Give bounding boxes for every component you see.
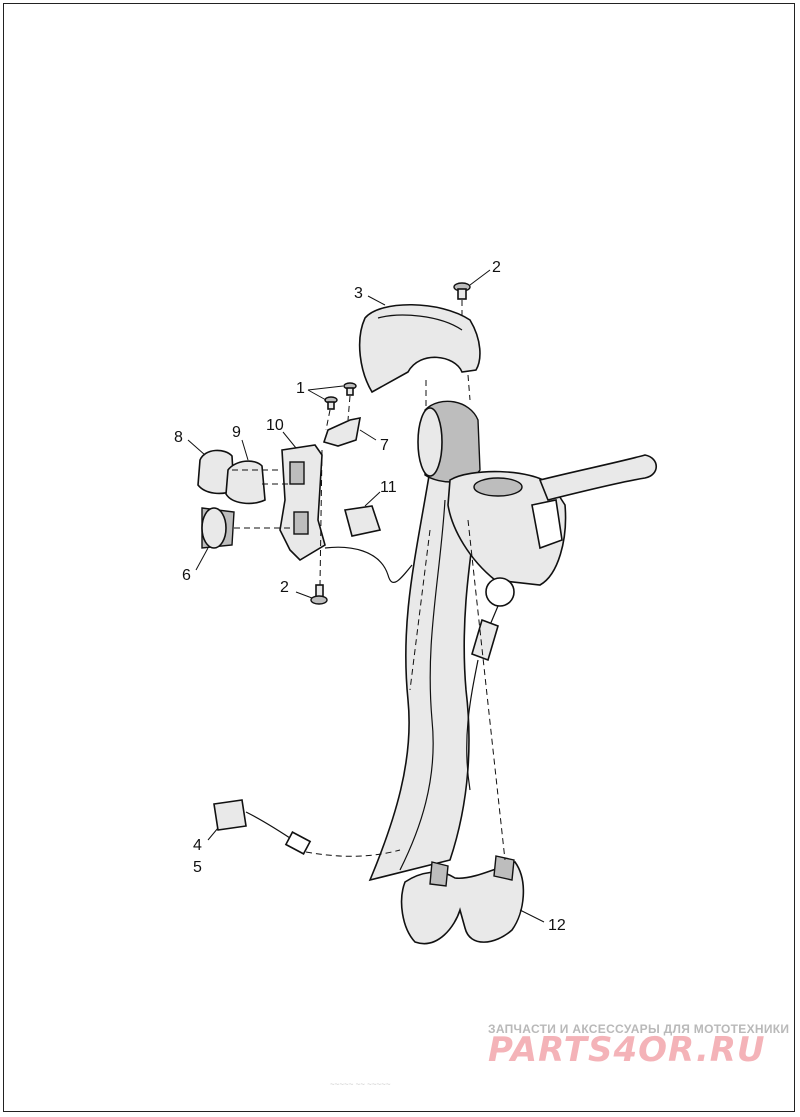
leader-lines: [187, 269, 545, 923]
upper-switch-housing: [358, 303, 481, 394]
bracket: [322, 416, 361, 447]
callout-labels: 1 2 2 3 4 5 6 7 8 9 10 11 12: [174, 259, 566, 934]
handlebar: [368, 468, 479, 882]
callout-3: 3: [354, 285, 363, 302]
callout-9: 9: [232, 424, 241, 441]
callout-11: 11: [380, 479, 397, 496]
wiring-harness: [213, 799, 312, 855]
figure-code: ~~~~~ ~~ ~~~~~: [330, 1080, 391, 1089]
callout-6: 6: [182, 567, 191, 584]
connector: [324, 505, 413, 583]
watermark-tagline: ЗАПЧАСТИ И АКСЕССУАРЫ ДЛЯ МОТОТЕХНИКИ: [488, 1022, 790, 1036]
assembly-lines: [232, 300, 506, 861]
callout-7: 7: [380, 437, 389, 454]
callout-2-top: 2: [492, 259, 501, 276]
callout-1: 1: [296, 380, 305, 397]
lower-switch-housing: [400, 855, 525, 945]
callout-8: 8: [174, 429, 183, 446]
callout-2-bottom: 2: [280, 579, 289, 596]
handgrip: [417, 400, 481, 483]
diagram-border: [3, 3, 795, 1112]
screws: [310, 282, 471, 605]
watermark-logo: PARTS4OR.RU: [488, 1030, 766, 1070]
master-cylinder: [447, 454, 658, 607]
cable: [466, 605, 499, 791]
callout-5: 5: [193, 859, 202, 876]
switch-module: [279, 444, 326, 562]
callout-4: 4: [193, 837, 202, 854]
switch-buttons: [197, 449, 266, 549]
callout-10: 10: [266, 417, 284, 434]
callout-12: 12: [548, 917, 566, 934]
